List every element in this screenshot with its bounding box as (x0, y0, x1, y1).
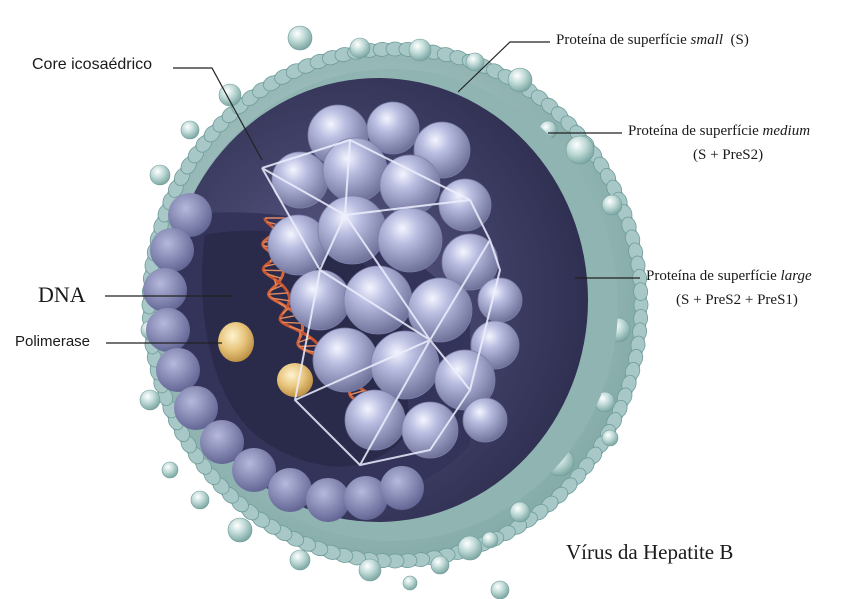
label-medium-text: Proteína de superfície (628, 123, 759, 139)
surface-protein (602, 195, 622, 215)
surface-protein (181, 121, 199, 139)
label-medium-sub: (S + PreS2) (693, 147, 763, 164)
polymerase-blob-1 (218, 322, 254, 362)
capsid-subunit (478, 278, 522, 322)
label-large: Proteína de superfície large (646, 268, 812, 285)
surface-protein (466, 53, 484, 71)
surface-protein (162, 462, 178, 478)
capsid-section-lobe (143, 268, 187, 312)
label-small-term: small (691, 32, 724, 48)
surface-protein (228, 518, 252, 542)
label-small-suffix: (S) (731, 32, 749, 48)
label-dna: DNA (38, 282, 86, 308)
capsid-section-lobe (156, 348, 200, 392)
capsid-section-lobe (146, 308, 190, 352)
polymerase-blob-2 (277, 363, 313, 397)
dna-base-pair (282, 322, 302, 323)
diagram-title: Vírus da Hepatite B (566, 540, 733, 565)
capsid-subunit (463, 398, 507, 442)
surface-protein (409, 39, 431, 61)
capsid-section-lobe (306, 478, 350, 522)
surface-protein (602, 430, 618, 446)
capsid-subunit (313, 328, 377, 392)
capsid-subunit (323, 138, 387, 202)
surface-protein (510, 502, 530, 522)
surface-protein (288, 26, 312, 50)
surface-protein (508, 68, 532, 92)
surface-protein (482, 532, 498, 548)
surface-protein (431, 556, 449, 574)
capsid-subunit (290, 270, 350, 330)
label-medium-term: medium (763, 123, 811, 139)
surface-protein (458, 536, 482, 560)
label-core: Core icosaédrico (32, 56, 152, 74)
surface-protein (359, 559, 381, 581)
capsid-section-lobe (380, 466, 424, 510)
surface-protein (191, 491, 209, 509)
label-polymerase: Polimerase (15, 333, 90, 350)
surface-protein (290, 550, 310, 570)
capsid-section-lobe (268, 468, 312, 512)
label-large-text: Proteína de superfície (646, 268, 777, 284)
label-medium: Proteína de superfície medium (628, 123, 810, 140)
surface-protein (403, 576, 417, 590)
surface-protein (140, 390, 160, 410)
capsid-subunit (439, 179, 491, 231)
capsid-section-lobe (150, 228, 194, 272)
capsid-subunit (380, 155, 440, 215)
label-large-sub: (S + PreS2 + PreS1) (676, 292, 798, 309)
shell-group (140, 26, 648, 599)
surface-protein (566, 136, 594, 164)
label-small-text: Proteína de superfície (556, 32, 687, 48)
surface-protein (491, 581, 509, 599)
label-large-term: large (781, 268, 812, 284)
surface-protein (150, 165, 170, 185)
capsid-subunit (378, 208, 442, 272)
surface-protein (350, 38, 370, 58)
label-small: Proteína de superfície small (S) (556, 32, 749, 49)
